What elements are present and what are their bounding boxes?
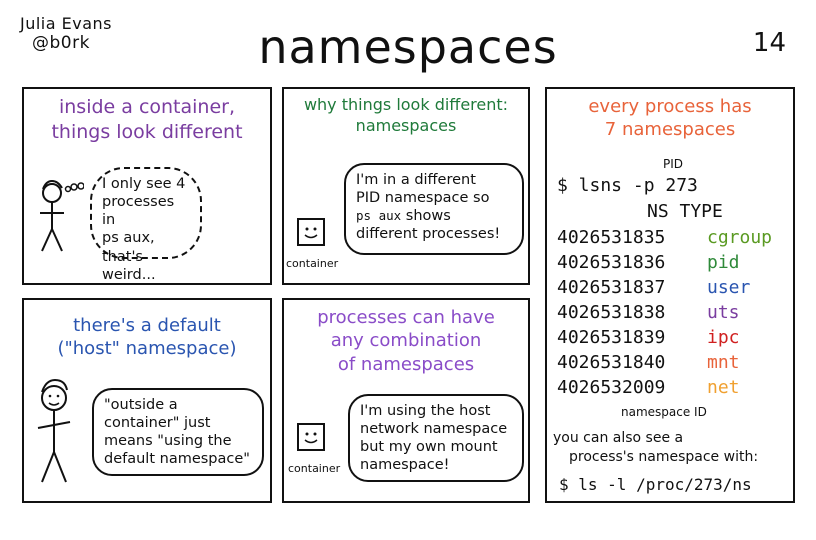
speech-bubble: "outside a container" just means "using … (92, 388, 264, 476)
stick-figure-icon (37, 378, 71, 483)
bubble-line: processes in (102, 194, 175, 229)
title-line: inside a container, (58, 96, 236, 118)
panel-inside-container: inside a container, things look differen… (22, 87, 272, 285)
ns-type: uts (707, 302, 740, 323)
footer-line: process's namespace with: (569, 448, 759, 465)
panel-why-different: why things look different: namespaces co… (282, 87, 530, 285)
ns-id: 4026531838 (557, 302, 666, 323)
ns-row: 4026531837 user (557, 277, 750, 298)
bubble-text: shows (405, 208, 451, 225)
ns-row: 4026531840 mnt (557, 352, 740, 373)
bubble-line: I only see 4 (102, 176, 186, 192)
lsns-command: $ lsns -p 273 (557, 175, 698, 196)
title-line: processes can have (317, 307, 495, 328)
ns-id: 4026531839 (557, 327, 666, 348)
bubble-line: PID namespace so (356, 190, 490, 207)
ns-type-header: NS TYPE (647, 201, 723, 222)
ns-id: 4026531835 (557, 227, 666, 248)
title-line: namespaces (355, 115, 457, 135)
panel-title: every process has 7 namespaces (547, 95, 793, 142)
ns-row: 4026531838 uts (557, 302, 740, 323)
author-name: Julia Evans (20, 14, 112, 33)
speech-bubble: I'm using the host network namespace but… (348, 394, 524, 482)
title-line: every process has (588, 96, 752, 117)
stick-figure-icon (40, 179, 84, 252)
footer-text: you can also see a process's namespace w… (553, 429, 758, 467)
bubble-line: means "using the (104, 433, 232, 450)
panel-title: processes can have any combination of na… (284, 306, 528, 376)
container-caption: container (288, 462, 341, 475)
panel-every-process: every process has 7 namespaces PID $ lsn… (545, 87, 795, 503)
ns-id: 4026531840 (557, 352, 666, 373)
panel-default-namespace: there's a default ("host" namespace) "ou… (22, 298, 272, 503)
ns-id: 4026531836 (557, 252, 666, 273)
container-box-icon (297, 423, 325, 451)
ns-id: 4026531837 (557, 277, 666, 298)
ns-type: ipc (707, 327, 740, 348)
title-line: of namespaces (337, 353, 475, 375)
container-box-icon (297, 218, 325, 246)
bubble-command: ps aux (356, 208, 402, 224)
ns-type: cgroup (707, 227, 773, 248)
thought-cloud: I only see 4 processes in ps aux, that's… (90, 167, 202, 283)
speech-bubble: I'm in a different PID namespace so ps a… (344, 163, 524, 255)
bubble-line: different processes! (356, 226, 501, 243)
title-line: any combination (330, 330, 482, 352)
bubble-line: container" just (104, 415, 211, 432)
ns-id: 4026532009 (557, 377, 666, 398)
ls-command: $ ls -l /proc/273/ns (559, 475, 752, 494)
title-line: things look different (51, 120, 243, 143)
footer-line: you can also see a (553, 430, 684, 446)
bubble-line: default namespace" (104, 451, 250, 468)
ns-type: mnt (707, 352, 740, 373)
bubble-line: namespace! (360, 457, 450, 474)
pid-note: PID (663, 157, 684, 171)
title-line: 7 namespaces (604, 119, 736, 141)
page-number: 14 (752, 28, 786, 58)
title-line: there's a default (73, 315, 221, 336)
container-caption: container (286, 257, 339, 270)
ns-row: 4026532009 net (557, 377, 740, 398)
bubble-line: but my own mount (360, 439, 498, 456)
bubble-line: ps aux, that's (102, 230, 155, 265)
panel-title: there's a default ("host" namespace) (24, 314, 270, 361)
bubble-line: "outside a (104, 397, 178, 413)
bubble-line: I'm using the host (360, 403, 491, 419)
bubble-line: I'm in a different (356, 172, 476, 188)
panel-title: inside a container, things look differen… (24, 95, 270, 144)
panel-title: why things look different: namespaces (284, 95, 528, 137)
ns-row: 4026531836 pid (557, 252, 740, 273)
author: Julia Evans @b0rk (20, 14, 112, 54)
bubble-line: network namespace (360, 421, 508, 438)
bubble-line: weird... (102, 266, 156, 283)
ns-type: pid (707, 252, 740, 273)
title-line: why things look different: (303, 95, 509, 114)
title-line: ("host" namespace) (57, 338, 237, 360)
panel-combination: processes can have any combination of na… (282, 298, 530, 503)
page-title: namespaces (258, 20, 558, 74)
ns-type: net (707, 377, 740, 398)
ns-row: 4026531835 cgroup (557, 227, 772, 248)
bubble-line: ps aux shows (356, 207, 512, 225)
author-handle: @b0rk (32, 33, 90, 54)
namespace-id-note: namespace ID (621, 405, 707, 419)
ns-type: user (707, 277, 751, 298)
ns-row: 4026531839 ipc (557, 327, 740, 348)
